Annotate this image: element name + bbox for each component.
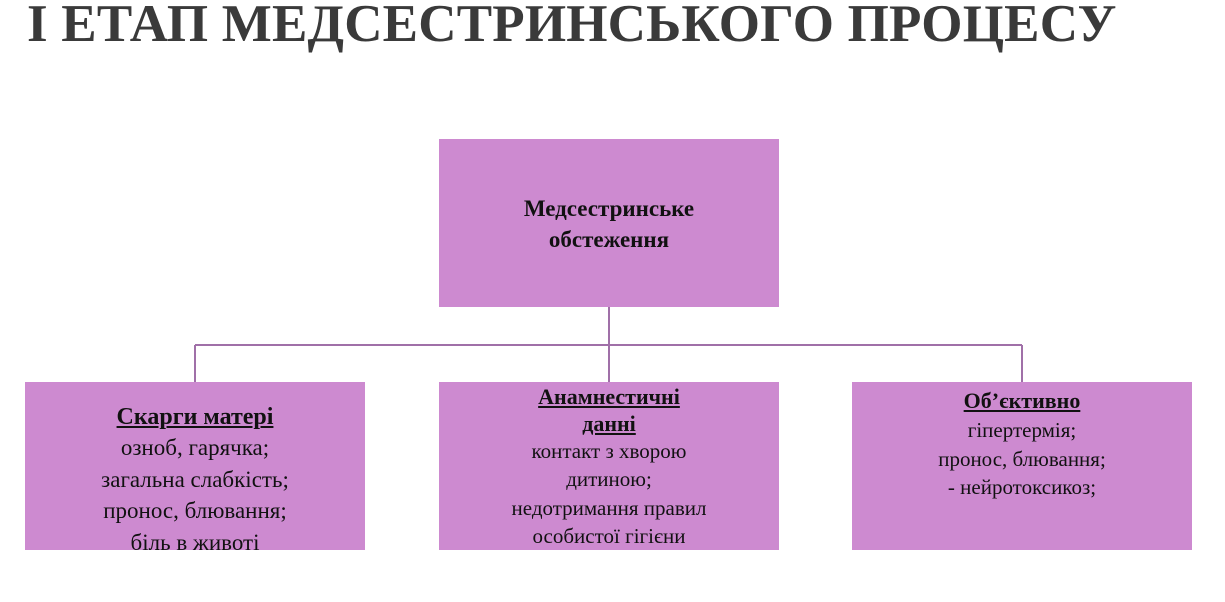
node-heading: Скарги матері — [116, 404, 274, 430]
root-node-label: Медсестринське обстеження — [479, 193, 739, 255]
node-line: біль в животі — [130, 529, 260, 551]
node-line: загальна слабкість; — [101, 466, 289, 492]
root-label-line2: обстеження — [548, 227, 670, 252]
child-node-objective: Об’єктивно гіпертермія; пронос, блювання… — [852, 382, 1192, 550]
node-line: дитиною; — [566, 467, 652, 492]
node-line: - нейротоксикоз; — [947, 475, 1097, 499]
root-label-line1: Медсестринське — [523, 196, 695, 221]
root-node-nursing-examination: Медсестринське обстеження — [439, 139, 779, 307]
child-node-anamnesis: Анамнестичні данні контакт з хворою дити… — [439, 382, 779, 550]
page-title: І ЕТАП МЕДСЕСТРИНСЬКОГО ПРОЦЕСУ — [27, 0, 1117, 53]
node-line: пронос, блювання; — [938, 446, 1106, 471]
node-heading: Об’єктивно — [963, 388, 1081, 413]
node-line: особистої гігієни — [532, 523, 686, 548]
node-line: озноб, гарячка; — [120, 435, 270, 460]
node-line: недотримання правил — [511, 495, 707, 520]
node-heading-line1: Анамнестичні — [538, 384, 680, 409]
node-heading-line2: данні — [582, 411, 636, 436]
node-line: гіпертермія; — [967, 418, 1077, 442]
child-node-mother-complaints: Скарги матері озноб, гарячка; загальна с… — [25, 382, 365, 550]
node-line: контакт з хворою — [531, 439, 687, 463]
node-line: пронос, блювання; — [103, 498, 287, 523]
